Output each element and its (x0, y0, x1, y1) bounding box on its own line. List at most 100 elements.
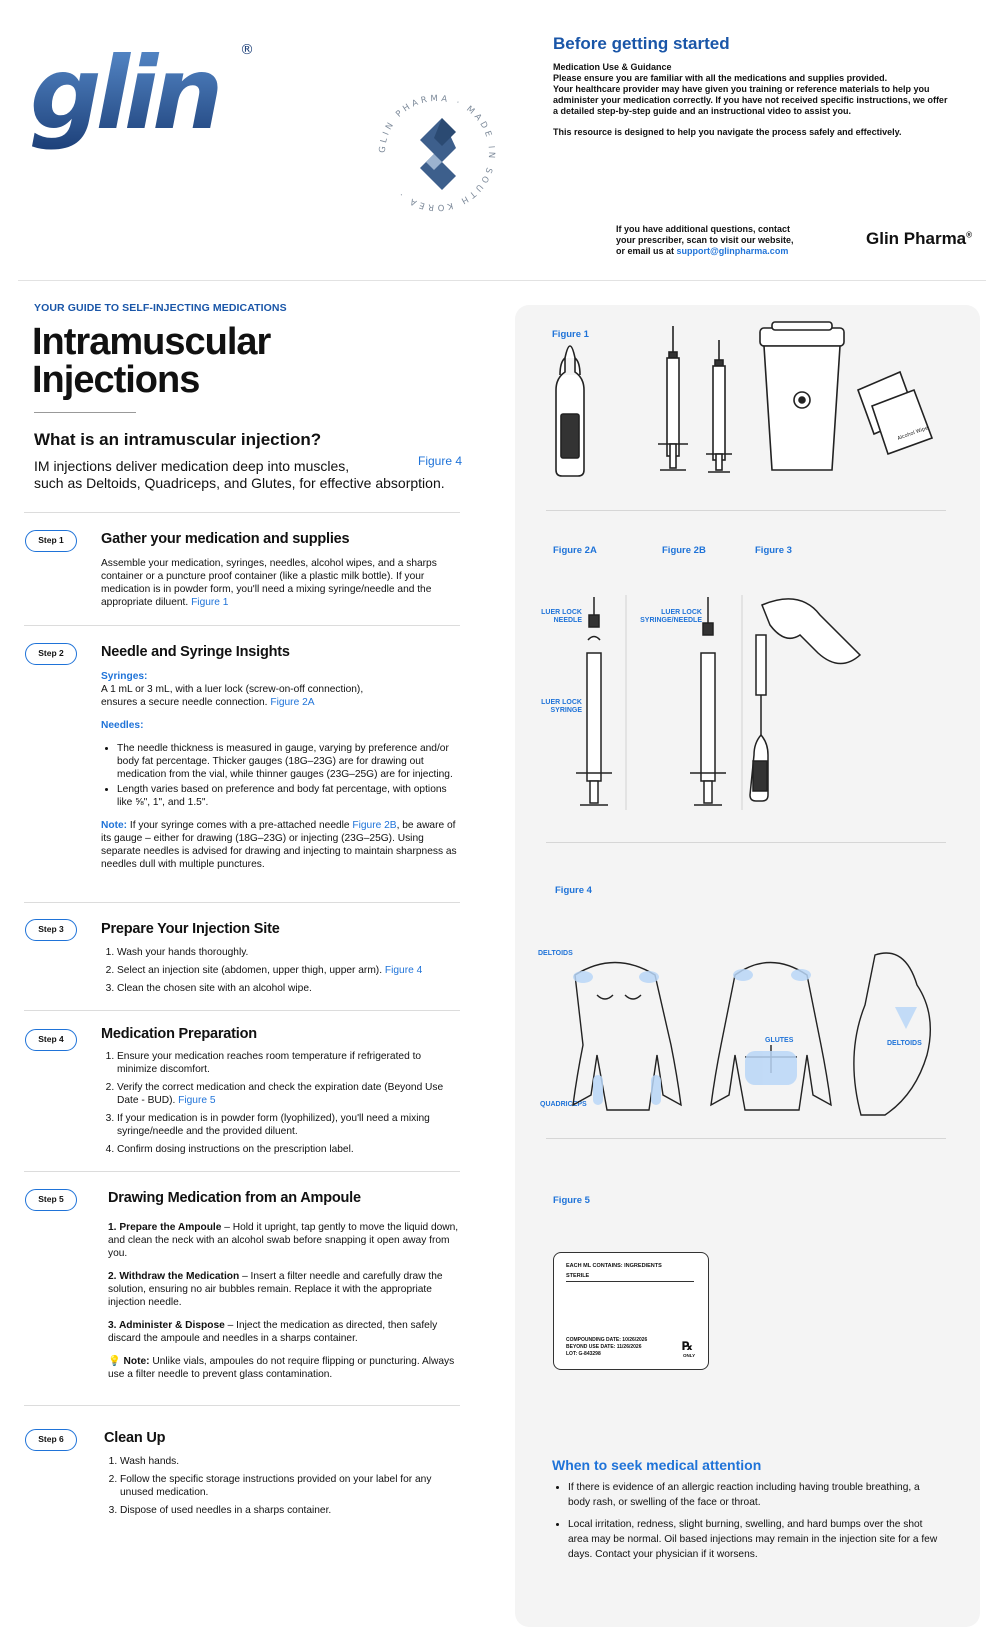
administer-text: – Inject the medication as directed, the… (108, 1320, 438, 1344)
luer-lock-syringe-needle-label: LUER LOCK SYRINGE/NEEDLE (640, 609, 702, 624)
svg-text:®: ® (240, 42, 254, 58)
deltoids-label: DELTOIDS (538, 950, 573, 957)
intro-line-1: Medication Use & Guidance (553, 62, 672, 72)
step-6-badge: Step 6 (25, 1429, 77, 1451)
withdraw-text: – Insert a filter needle and carefully d… (108, 1271, 443, 1308)
step-5-body: 1. Prepare the Ampoule – Hold it upright… (108, 1221, 470, 1381)
label-compounding-date: COMPOUNDING DATE: 10/26/2026 (566, 1337, 648, 1343)
deltoids-side-label: DELTOIDS (887, 1040, 922, 1047)
step-4-list: Ensure your medication reaches room temp… (101, 1050, 451, 1156)
divider (546, 1138, 946, 1139)
intro-line-4: administer your medication correctly. If… (553, 95, 948, 105)
figure-4-link[interactable]: Figure 4 (384, 965, 423, 976)
figure-2b-label: Figure 2B (662, 545, 706, 556)
list-item: Wash hands. (120, 1455, 434, 1468)
syringes-heading: Syringes: (101, 671, 148, 682)
intro-title: Before getting started (553, 34, 730, 53)
note-heading: Note: (123, 1356, 150, 1367)
list-item: If your medication is in powder form (ly… (117, 1112, 451, 1138)
support-email-link[interactable]: support@glinpharma.com (676, 246, 789, 256)
figure-5-label: Figure 5 (553, 1195, 590, 1206)
prescription-label-card: EACH ML CONTAINS: INGREDIENTS STERILE CO… (553, 1252, 709, 1370)
divider (24, 1171, 460, 1172)
glutes-label: GLUTES (765, 1037, 794, 1044)
glin-logo: glin ® (30, 35, 254, 152)
step-1-title: Gather your medication and supplies (101, 531, 350, 547)
intro-line-3: Your healthcare provider may have given … (553, 84, 930, 94)
figure-2-3-syringes (576, 595, 862, 810)
figure-2a-link[interactable]: Figure 2A (270, 697, 315, 708)
seek-attention-title: When to seek medical attention (552, 1457, 762, 1473)
step-6-title: Clean Up (104, 1430, 166, 1446)
step-1-body: Assemble your medication, syringes, need… (101, 557, 461, 609)
figure-1-supplies: Alcohol Wipe (555, 321, 934, 477)
lightbulb-icon: 💡 (108, 1356, 121, 1367)
figure-2b-link[interactable]: Figure 2B (352, 820, 397, 831)
figure-2a-label: Figure 2A (553, 545, 597, 556)
brand-text: Glin Pharma (866, 229, 967, 248)
step-2-title: Needle and Syringe Insights (101, 644, 290, 660)
figure-1-link[interactable]: Figure 1 (191, 597, 229, 608)
figure-1-label: Figure 1 (552, 329, 589, 340)
answer-line-2: such as Deltoids, Quadriceps, and Glutes… (34, 475, 445, 491)
divider (546, 842, 946, 843)
note-text-a: If your syringe comes with a pre-attache… (127, 820, 353, 831)
quadriceps-label: QUADRICEPS (540, 1101, 587, 1108)
needles-item: Length varies based on preference and bo… (117, 783, 461, 809)
step-1-badge: Step 1 (25, 530, 77, 552)
step-1-text: Assemble your medication, syringes, need… (101, 558, 437, 608)
step-4-badge: Step 4 (25, 1029, 77, 1051)
note-text-b: , be aware of its gauge – either for dra… (101, 820, 457, 870)
contact-info: If you have additional questions, contac… (616, 224, 826, 257)
rx-icon: ℞ONLY (682, 1339, 695, 1358)
divider (24, 512, 460, 513)
figure-5-link[interactable]: Figure 5 (178, 1095, 216, 1106)
answer-line-1: IM injections deliver medication deep in… (34, 458, 350, 474)
syringes-text: A 1 mL or 3 mL, with a luer lock (screw-… (101, 684, 364, 708)
contact-line-3: or email us at (616, 246, 677, 256)
step-2-badge: Step 2 (25, 643, 77, 665)
figure-4-link[interactable]: Figure 4 (418, 454, 463, 468)
seek-attention-list: If there is evidence of an allergic reac… (552, 1480, 940, 1562)
figure-4-label: Figure 4 (555, 885, 592, 896)
what-is-im-question: What is an intramuscular injection? (34, 430, 322, 449)
list-item-text: Verify the correct medication and check … (117, 1082, 444, 1106)
step-3-list: Wash your hands thoroughly. Select an in… (101, 946, 461, 995)
brand-name: Glin Pharma® (866, 229, 972, 249)
needles-item: The needle thickness is measured in gaug… (117, 742, 461, 781)
label-dates: COMPOUNDING DATE: 10/26/2026 BEYOND USE … (566, 1337, 647, 1358)
intro-note: This resource is designed to help you na… (553, 127, 902, 137)
step-4-body: Ensure your medication reaches room temp… (101, 1050, 451, 1161)
step-5-title: Drawing Medication from an Ampoule (108, 1190, 361, 1206)
rx-only: ONLY (683, 1353, 696, 1358)
step-5-badge: Step 5 (25, 1189, 77, 1211)
list-item: If there is evidence of an allergic reac… (568, 1480, 940, 1510)
label-lot: LOT: G-843298 (566, 1351, 601, 1357)
note-heading: Note: (101, 820, 128, 831)
label-rule (566, 1281, 694, 1282)
list-item: Local irritation, redness, slight burnin… (568, 1517, 940, 1562)
intro-line-5: a detailed step-by-step guide and an ins… (553, 106, 852, 116)
list-item: Confirm dosing instructions on the presc… (117, 1143, 451, 1156)
list-item: Verify the correct medication and check … (117, 1081, 451, 1107)
made-in-korea-seal: GLIN PHARMA · MADE IN SOUTH KOREA · (378, 94, 493, 212)
step-3-badge: Step 3 (25, 919, 77, 941)
brand-mark: ® (966, 230, 973, 240)
guide-kicker: YOUR GUIDE TO SELF-INJECTING MEDICATIONS (34, 302, 287, 314)
title-underline (34, 412, 136, 413)
needles-heading: Needles: (101, 720, 144, 731)
page-title: Intramuscular Injections (32, 323, 452, 399)
list-item: Clean the chosen site with an alcohol wi… (117, 982, 461, 995)
divider (24, 1010, 460, 1011)
page-title-line-1: Intramuscular (32, 321, 271, 363)
figure-3-label: Figure 3 (755, 545, 792, 556)
note-text: Unlike vials, ampoules do not require fl… (108, 1356, 455, 1380)
prepare-ampoule-text: – Hold it upright, tap gently to move th… (108, 1222, 459, 1259)
divider (24, 1405, 460, 1406)
figure-4-injection-sites (572, 952, 932, 1116)
list-item: Ensure your medication reaches room temp… (117, 1050, 451, 1076)
list-item-text: Select an injection site (abdomen, upper… (117, 965, 383, 976)
intro-line-2: Please ensure you are familiar with all … (553, 73, 888, 83)
divider (546, 510, 946, 511)
seek-attention-body: If there is evidence of an allergic reac… (552, 1480, 940, 1569)
